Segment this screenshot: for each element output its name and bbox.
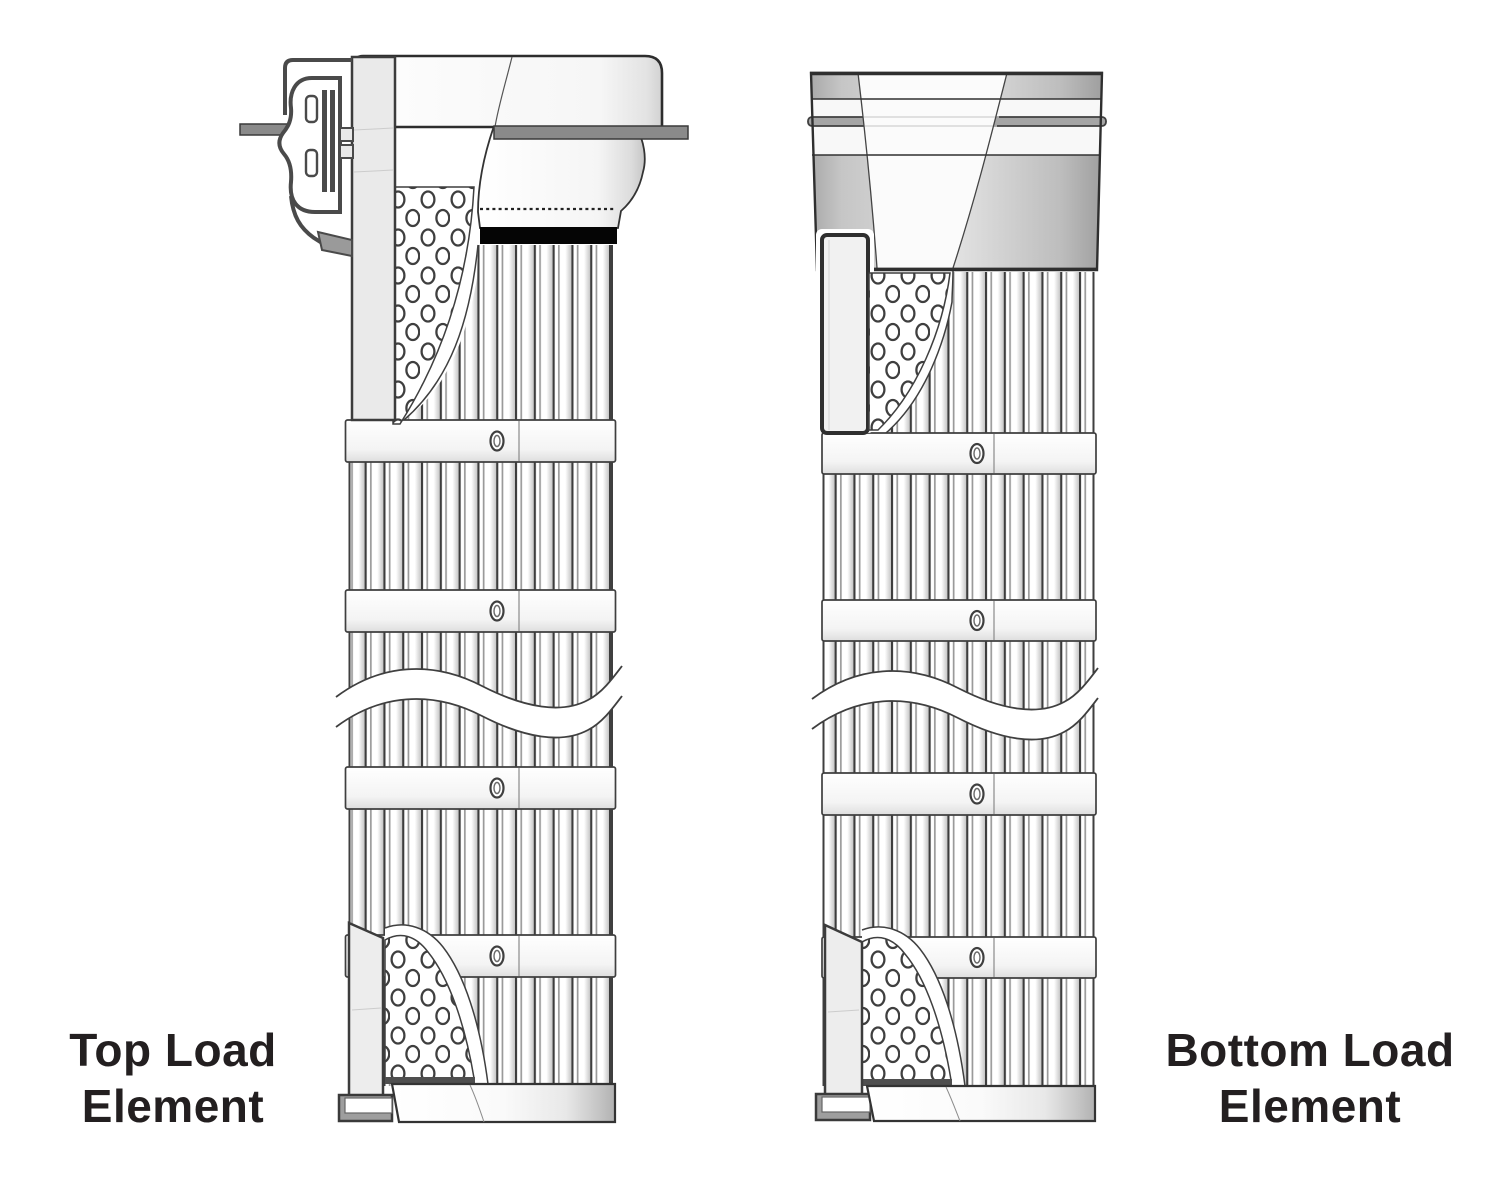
- bottom-load-element-label: Bottom Load Element: [1130, 1022, 1490, 1134]
- clamp-nut: [339, 144, 354, 159]
- top-cap: [353, 54, 664, 129]
- gasket-band: [480, 227, 617, 244]
- rivet: [489, 430, 505, 452]
- top-load-element-diagram: [239, 54, 689, 1124]
- support-band: [821, 772, 1097, 816]
- bottom-cutaway: [814, 923, 1097, 1123]
- fabric-torn-edge: [403, 244, 479, 421]
- rivet: [969, 783, 985, 805]
- support-band: [821, 599, 1097, 642]
- label-line: Top Load: [69, 1024, 277, 1076]
- spring-slot: [304, 94, 319, 124]
- rivet: [969, 442, 985, 465]
- label-line: Element: [81, 1080, 265, 1133]
- inner-venturi-tube: [823, 923, 864, 1118]
- bag-collar: [477, 125, 646, 229]
- perforated-core-cutaway: [861, 936, 952, 1081]
- inner-venturi-tube: [820, 233, 870, 435]
- break-line: [811, 667, 1099, 741]
- shell-strip: [347, 921, 385, 1118]
- clamp-foot: [316, 230, 353, 258]
- clamp-hook: [283, 58, 352, 115]
- shell-strip: [350, 55, 397, 422]
- bottom-load-element-diagram: [807, 71, 1107, 1123]
- spring-leaf: [330, 90, 335, 192]
- top-load-head: [239, 54, 689, 425]
- bottom-cutaway: [337, 921, 617, 1124]
- spring-leaf: [322, 90, 327, 192]
- clamp-tail: [289, 195, 332, 250]
- label-line: Element: [1218, 1080, 1402, 1133]
- support-band: [821, 432, 1097, 475]
- bottom-cap: [390, 1082, 617, 1124]
- rivet: [969, 609, 985, 632]
- collar-cutaway: [858, 73, 1007, 268]
- bottom-cap: [865, 1084, 1097, 1123]
- rivet: [969, 946, 985, 969]
- clamp-spring: [277, 58, 354, 258]
- fabric-torn-edge: [885, 269, 954, 434]
- tube-sheet: [493, 125, 689, 140]
- top-load-element-label: Top Load Element: [28, 1022, 318, 1134]
- snap-band-collar: [807, 71, 1107, 435]
- core-bottom-edge: [385, 1077, 475, 1084]
- fabric-torn-edge: [384, 924, 489, 1085]
- rivet: [489, 777, 505, 799]
- rivet: [489, 600, 505, 622]
- perforated-core-cutaway: [868, 272, 951, 431]
- spring-slot: [304, 148, 319, 178]
- support-band: [344, 419, 617, 463]
- core-bottom-edge: [862, 1079, 952, 1086]
- support-band: [344, 589, 617, 633]
- rivet: [489, 945, 505, 967]
- perforated-core-cutaway: [384, 934, 475, 1079]
- break-line: [335, 665, 623, 739]
- support-band: [344, 766, 617, 810]
- fabric-torn-edge: [861, 926, 966, 1087]
- clamp-nut: [339, 127, 354, 142]
- perforated-core-cutaway: [392, 186, 475, 425]
- label-line: Bottom Load: [1165, 1024, 1455, 1076]
